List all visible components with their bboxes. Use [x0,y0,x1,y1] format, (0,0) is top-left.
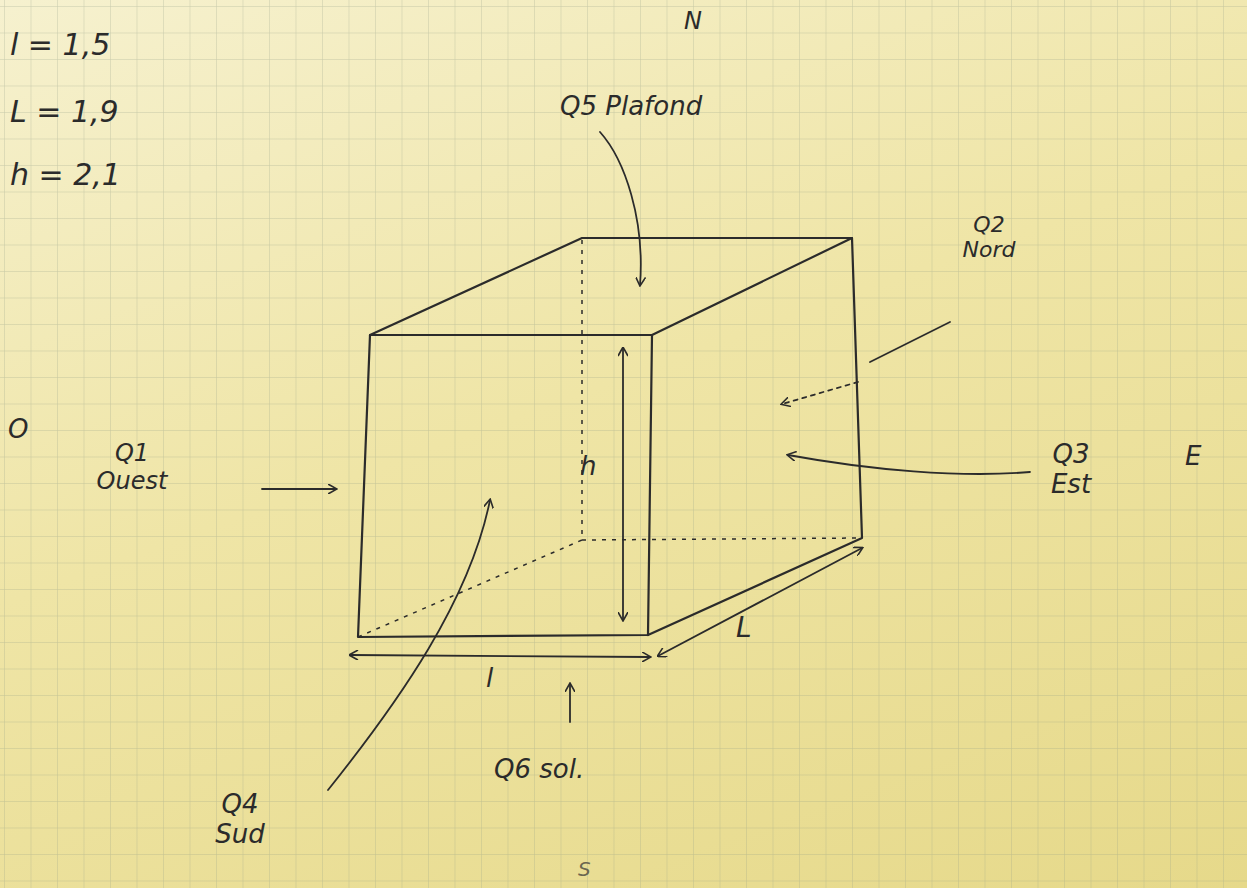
heat-flow-label: Q6 sol. [494,755,584,785]
dimension-label: h [580,452,596,482]
dimension-note: l = 1,5 [10,28,110,63]
heat-flow-label: Q3 Est [1036,440,1106,500]
compass-letter: N [684,8,702,36]
dimension-label: L [736,612,752,644]
dimension-note: L = 1,9 [10,95,119,130]
heat-flow-label: Q5 Plafond [560,92,702,122]
heat-flow-label: Q4 Sud [200,790,280,850]
compass-letter: S [578,858,591,881]
dimension-note: h = 2,1 [10,158,121,193]
heat-flow-label: Q2 Nord [958,212,1020,263]
dimension-label: l [486,664,493,694]
compass-letter: E [1185,442,1201,472]
compass-letter: O [8,415,28,445]
heat-flow-label: Q1 Ouest [92,440,172,495]
